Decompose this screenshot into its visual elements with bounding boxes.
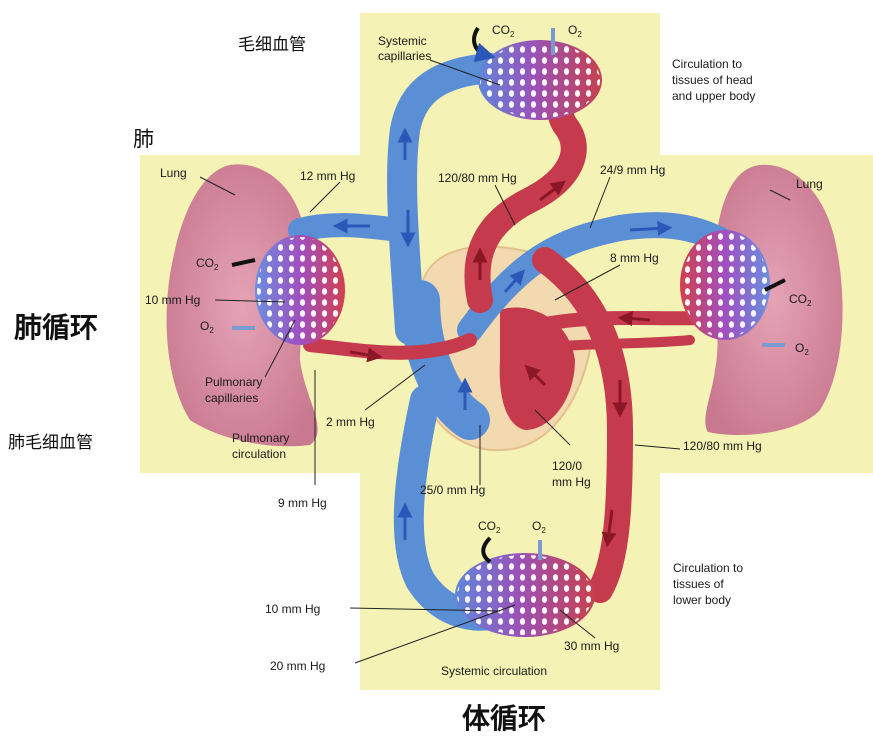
label-pressure-10-left: 10 mm Hg — [145, 293, 200, 307]
label-head-circulation: and upper body — [672, 89, 755, 103]
label-pressure-24-9: 24/9 mm Hg — [600, 163, 665, 177]
label-pressure-12: 12 mm Hg — [300, 169, 355, 183]
capillary-bottom — [455, 553, 595, 637]
label-lung-right: Lung — [796, 177, 823, 191]
label-pulmonary-capillaries: capillaries — [205, 391, 258, 405]
label-systemic-circulation: 体循环 — [462, 702, 546, 735]
capillary-right — [680, 230, 770, 340]
label-lower-circulation: tissues of — [673, 577, 724, 591]
capillary-left — [255, 235, 345, 345]
label-pressure-120-80-top: 120/80 mm Hg — [438, 171, 517, 185]
label-pressure-25-0: 25/0 mm Hg — [420, 483, 485, 497]
label-pressure-10-bottom: 10 mm Hg — [265, 602, 320, 616]
flow-arrow — [625, 318, 650, 320]
label-lower-circulation: lower body — [673, 593, 731, 607]
label-lung-left: Lung — [160, 166, 187, 180]
label-head-circulation: tissues of head — [672, 73, 753, 87]
label-head-circulation: Circulation to — [672, 57, 742, 71]
label-lower-circulation: Circulation to — [673, 561, 743, 575]
label-pulmonary-capillaries: Pulmonary — [205, 375, 262, 389]
label-pulmonary-circulation: 肺循环 — [14, 311, 98, 344]
label-pulmonary-circulation-en: Pulmonary — [232, 431, 289, 445]
label-pulmonary-circulation-en: circulation — [232, 447, 286, 461]
label-systemic-circulation-en: Systemic circulation — [441, 664, 547, 678]
label-pressure-8: 8 mm Hg — [610, 251, 659, 265]
label-pressure-9: 9 mm Hg — [278, 496, 327, 510]
label-pressure-2: 2 mm Hg — [326, 415, 375, 429]
label-capillary: 毛细血管 — [238, 35, 306, 55]
label-pressure-120-0: mm Hg — [552, 475, 591, 489]
label-systemic-capillaries: capillaries — [378, 49, 431, 63]
label-pressure-20: 20 mm Hg — [270, 659, 325, 673]
label-pressure-30: 30 mm Hg — [564, 639, 619, 653]
capillary-top — [478, 40, 602, 120]
label-pulmonary-capillary: 肺毛细血管 — [8, 433, 93, 453]
label-pressure-120-80-right: 120/80 mm Hg — [683, 439, 762, 453]
label-lung: 肺 — [133, 127, 154, 151]
flow-arrow — [630, 228, 665, 230]
label-systemic-capillaries: Systemic — [378, 34, 427, 48]
label-pressure-120-0: 120/0 — [552, 459, 582, 473]
